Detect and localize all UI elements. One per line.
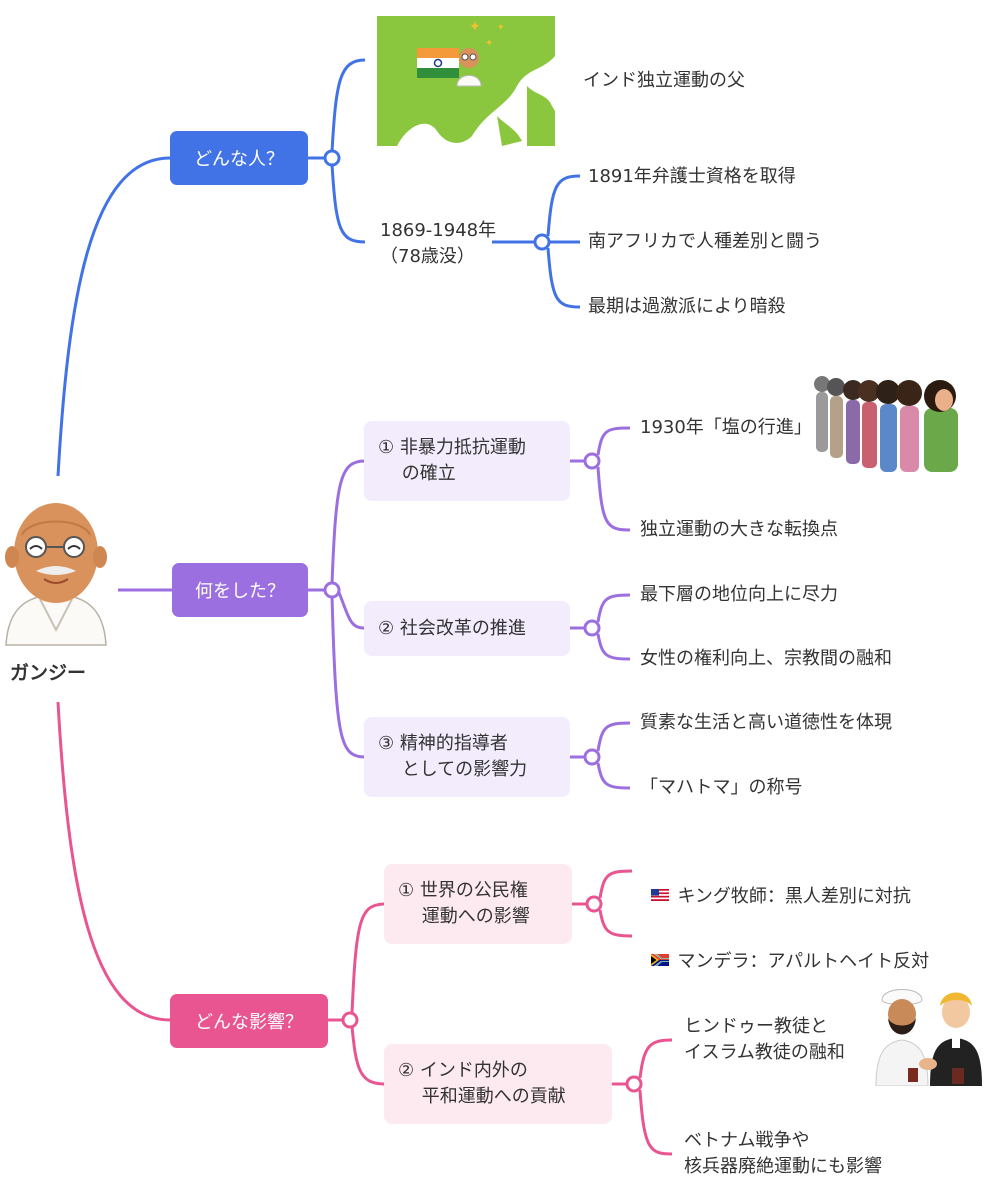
south-africa-flag-icon (651, 954, 670, 966)
svg-text:✦: ✦ (497, 23, 505, 33)
did-sub-1-leaf-1: 1930年「塩の行進」 (640, 417, 812, 438)
impact-sub-2-box[interactable]: ② インド内外の 平和運動への貢献 (384, 1044, 612, 1124)
impact-sub-2-leaf-2: ベトナム戦争や 核兵器廃絶運動にも影響 (684, 1130, 882, 1177)
impact-sub-1-leaf-1-text: キング牧師：黒人差別に対抗 (677, 886, 911, 907)
impact-sub-1-leaf-1: キング牧師：黒人差別に対抗 (640, 858, 911, 910)
did-sub-2-box[interactable]: ② 社会改革の推進 (364, 601, 570, 656)
who-lifespan-line2: （78歳没） (380, 246, 475, 267)
who-fact-1: 1891年弁護士資格を取得 (588, 166, 796, 187)
did-sub-2-leaf-2: 女性の権利向上、宗教間の融和 (640, 648, 892, 669)
did-sub-2-label: ② 社会改革の推進 (378, 617, 526, 639)
who-fact-3: 最期は過激派により暗殺 (588, 296, 786, 317)
svg-text:✦: ✦ (485, 38, 493, 49)
did-sub-3-box[interactable]: ③ 精神的指導者 としての影響力 (364, 717, 570, 797)
branch-did-pill[interactable]: 何をした？ (172, 563, 308, 617)
did-sub-3-label: ③ 精神的指導者 としての影響力 (378, 733, 528, 780)
religious-leaders-handshake-illustration (875, 989, 982, 1086)
impact-sub-1-box[interactable]: ① 世界の公民権 運動への影響 (384, 864, 572, 944)
did-sub-3-leaf-1: 質素な生活と高い道徳性を体現 (640, 712, 892, 733)
gandhi-portrait-icon (5, 503, 107, 646)
salt-march-crowd-illustration (814, 376, 958, 472)
us-flag-icon (651, 889, 670, 901)
did-sub-1-leaf-2: 独立運動の大きな転換点 (640, 519, 838, 540)
impact-sub-2-leaf-1: ヒンドゥー教徒と イスラム教徒の融和 (684, 1016, 845, 1063)
branch-impact-pill[interactable]: どんな影響？ (170, 994, 328, 1048)
india-map-illustration: ✦ ✦ ✦ (377, 16, 555, 146)
did-sub-1-label: ① 非暴力抵抗運動 の確立 (378, 437, 526, 484)
who-fact-2: 南アフリカで人種差別と闘う (588, 231, 822, 252)
impact-sub-1-leaf-2-text: マンデラ：アパルトヘイト反対 (677, 951, 930, 972)
did-sub-3-leaf-2: 「マハトマ」の称号 (640, 777, 803, 798)
who-lifespan-line1: 1869-1948年 (380, 220, 497, 241)
svg-text:✦: ✦ (469, 19, 481, 35)
impact-sub-1-label: ① 世界の公民権 運動への影響 (398, 880, 530, 927)
branch-who-pill[interactable]: どんな人？ (170, 131, 308, 185)
did-sub-1-box[interactable]: ① 非暴力抵抗運動 の確立 (364, 421, 570, 501)
impact-sub-1-leaf-2: マンデラ：アパルトヘイト反対 (640, 923, 929, 975)
who-title-text: インド独立運動の父 (583, 70, 745, 91)
root-name: ガンジー (10, 662, 87, 684)
did-sub-2-leaf-1: 最下層の地位向上に尽力 (640, 584, 838, 605)
impact-sub-2-label: ② インド内外の 平和運動への貢献 (398, 1060, 566, 1107)
